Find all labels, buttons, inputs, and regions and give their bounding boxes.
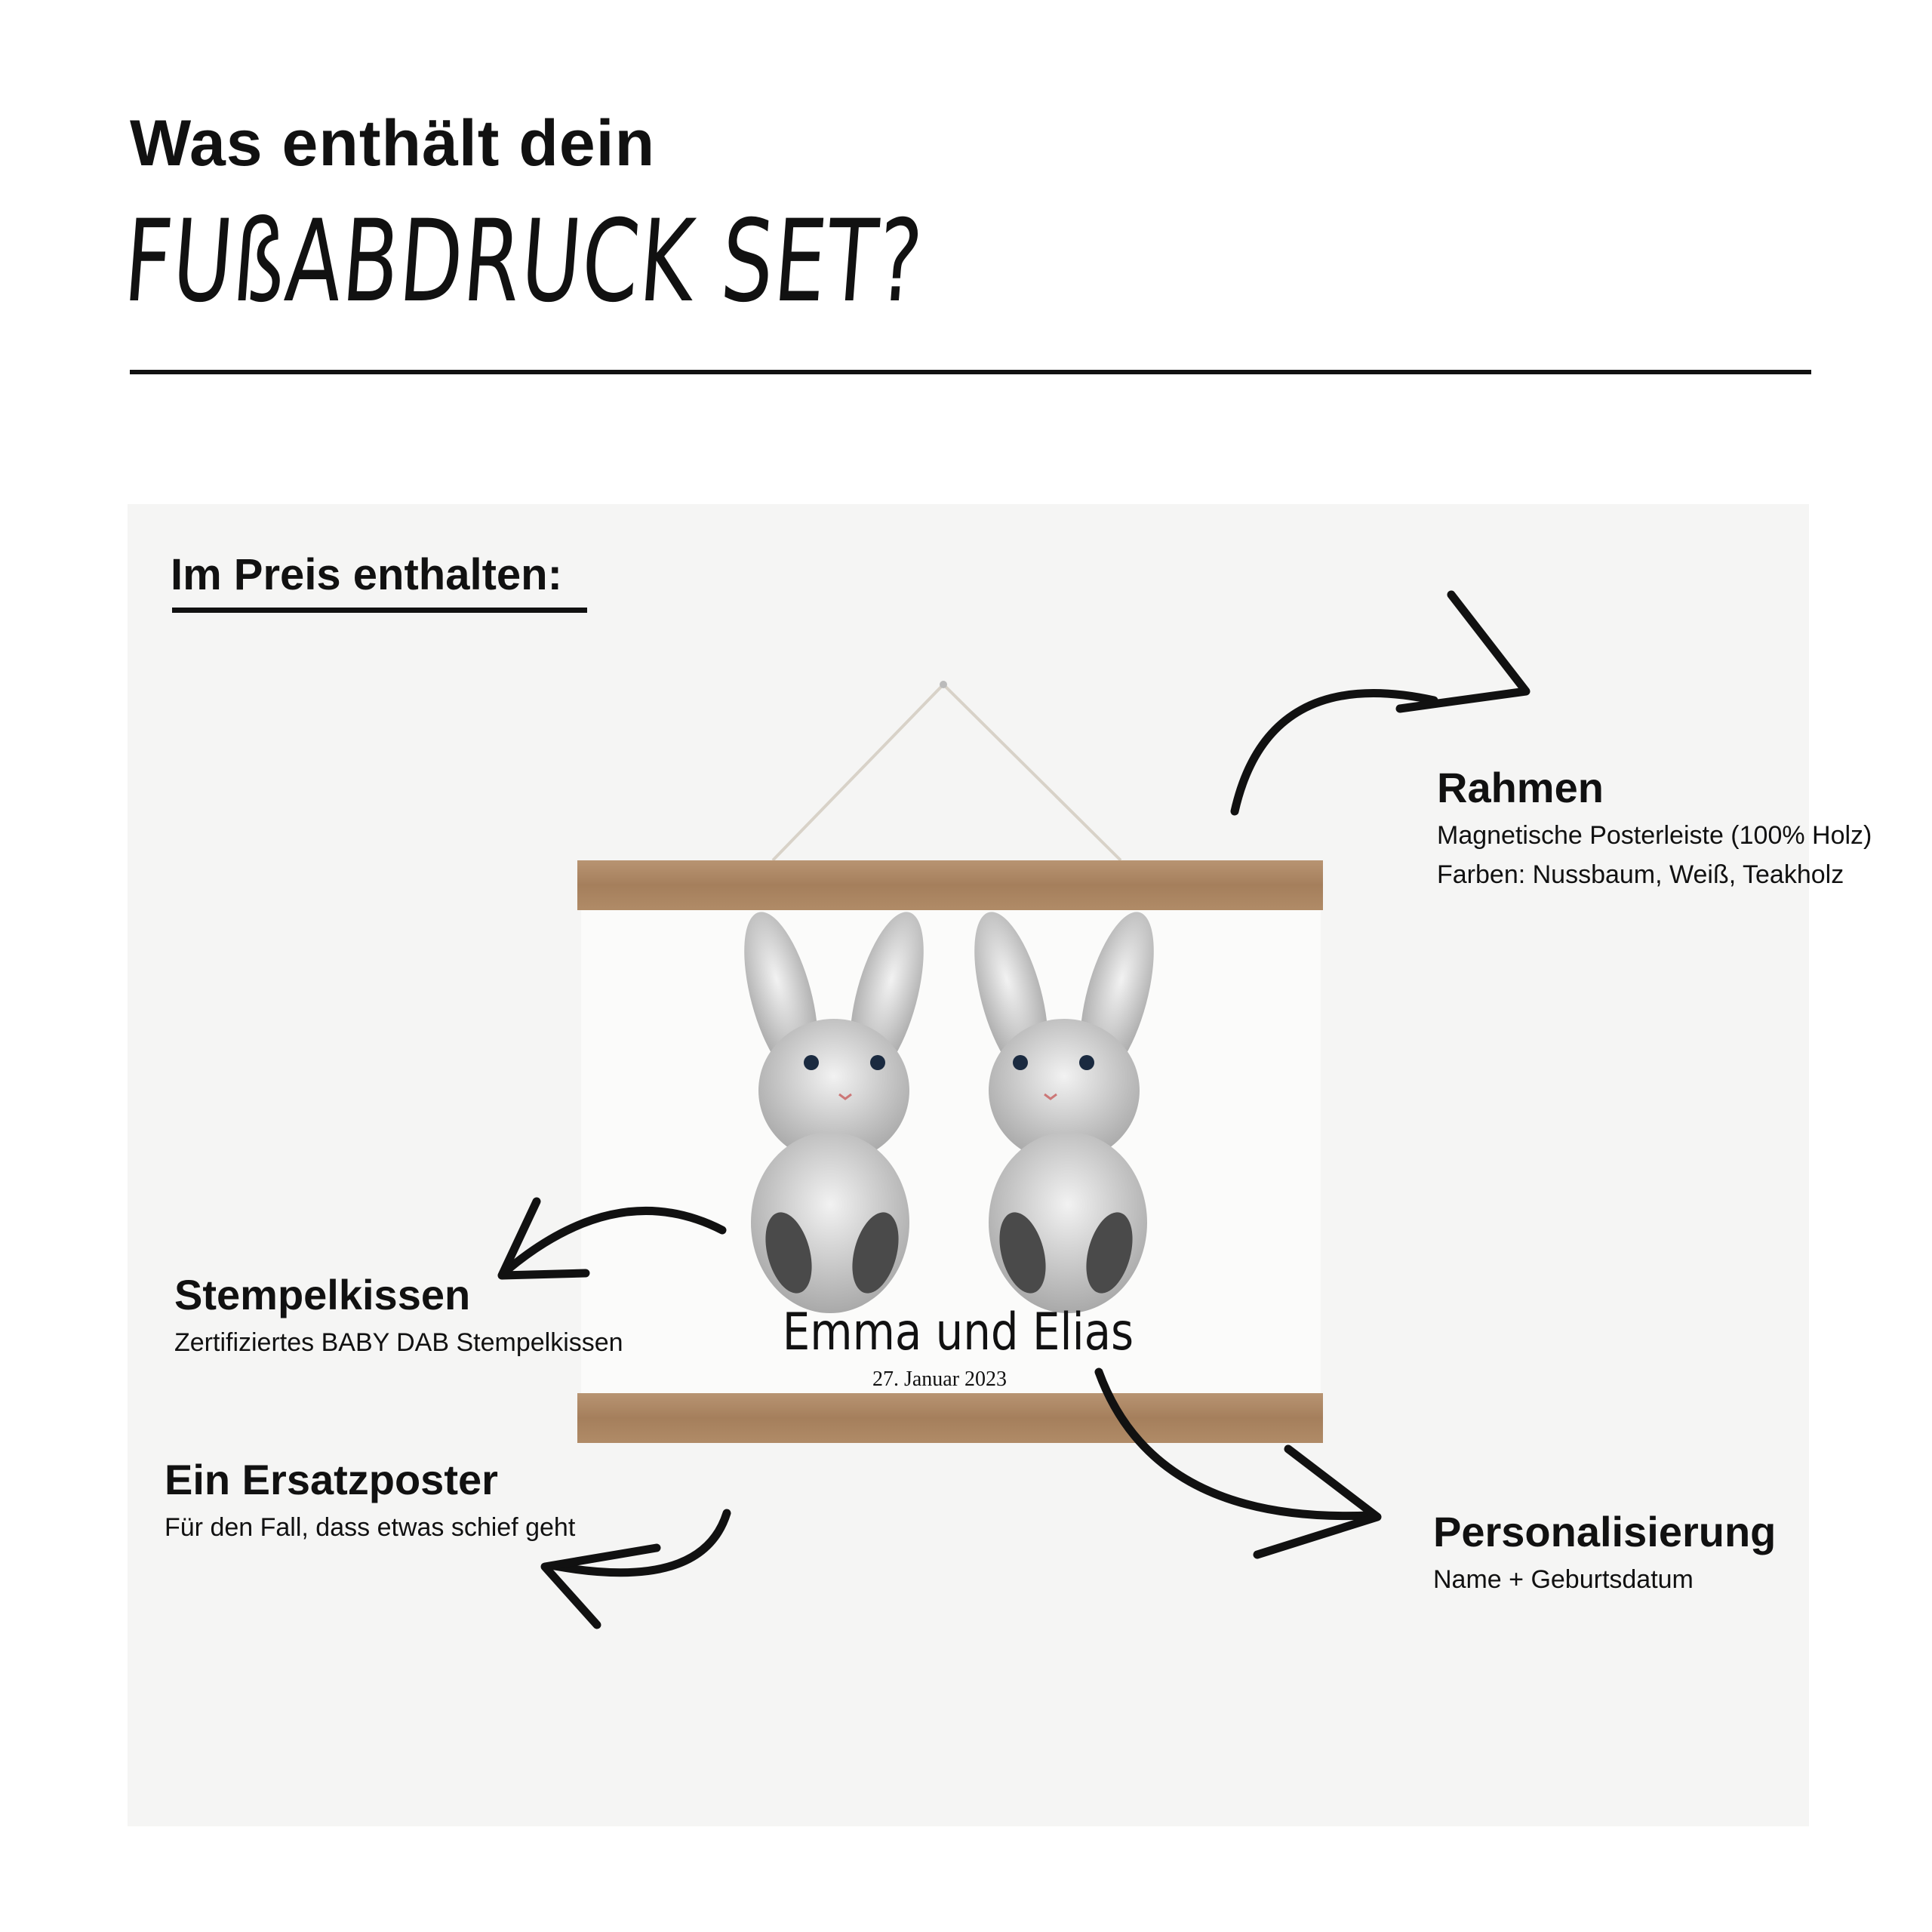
item-ersatzposter-line-1: Für den Fall, dass etwas schief geht xyxy=(165,1513,576,1542)
item-rahmen-title: Rahmen xyxy=(1437,764,1604,811)
poster-date: 27. Januar 2023 xyxy=(872,1367,1008,1391)
arrow-personalisierung-icon xyxy=(1094,1367,1382,1559)
arrow-ersatzposter-icon xyxy=(540,1509,731,1629)
item-personalisierung-title: Personalisierung xyxy=(1433,1508,1777,1555)
bunny-right xyxy=(974,912,1154,1313)
hanging-string xyxy=(771,681,1122,862)
frame-bottom-bar xyxy=(577,1393,1323,1443)
item-stempelkissen-title: Stempelkissen xyxy=(174,1271,471,1318)
item-ersatzposter-title: Ein Ersatzposter xyxy=(165,1456,498,1503)
heading-underline xyxy=(172,608,587,613)
poster-paper xyxy=(581,903,1321,1416)
panel-heading: Im Preis enthalten: xyxy=(171,550,562,599)
item-stempelkissen-line-1: Zertifiziertes BABY DAB Stempelkissen xyxy=(174,1328,623,1357)
item-personalisierung-line-1: Name + Geburtsdatum xyxy=(1433,1565,1694,1594)
arrow-rahmen-icon xyxy=(1230,590,1531,816)
arrow-stempelkissen-icon xyxy=(497,1197,727,1280)
bunny-left xyxy=(744,912,924,1313)
item-rahmen-line-2: Farben: Nussbaum, Weiß, Teakholz xyxy=(1437,860,1844,889)
frame-top-bar xyxy=(577,860,1323,910)
poster-name: Emma und Elias xyxy=(782,1303,1134,1362)
divider xyxy=(130,370,1811,374)
item-rahmen-line-1: Magnetische Posterleiste (100% Holz) xyxy=(1437,821,1872,850)
title-line-1: Was enthält dein xyxy=(130,107,656,180)
